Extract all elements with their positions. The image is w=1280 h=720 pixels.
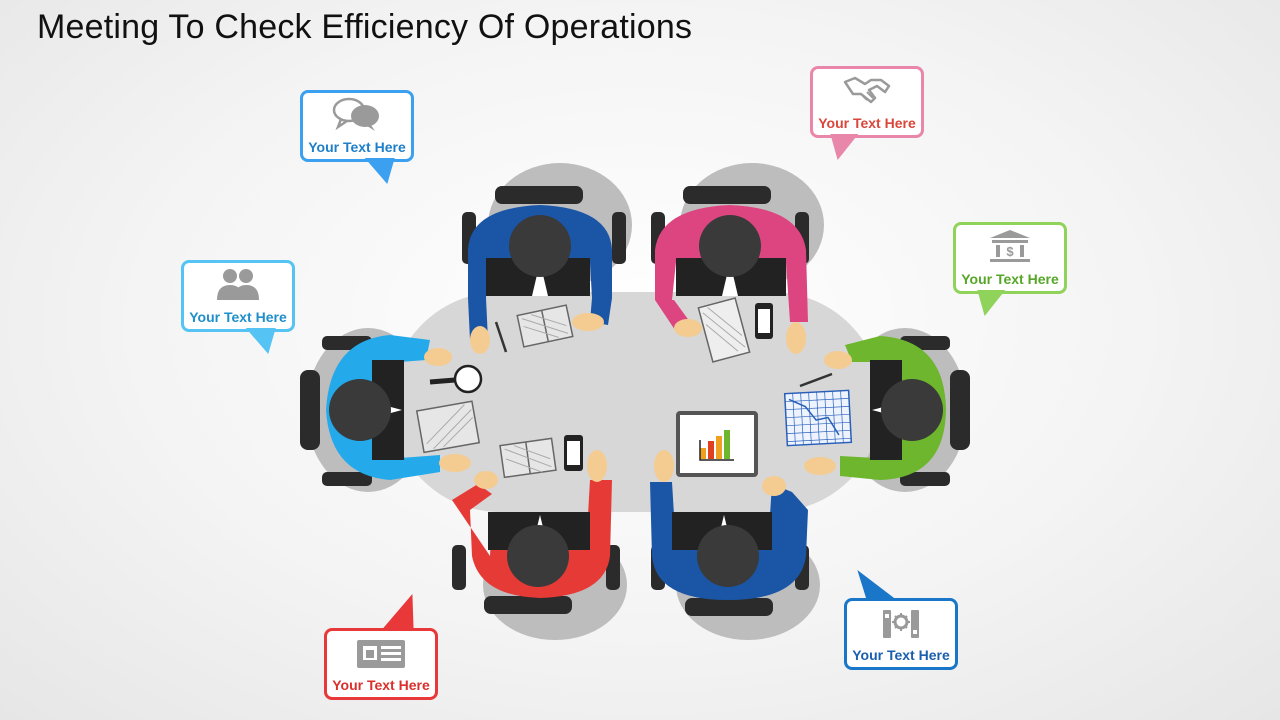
pen-icon <box>494 321 508 353</box>
callout-id-card-label: Your Text Here <box>332 677 430 693</box>
notepad-top-right <box>697 297 751 363</box>
speech-bubbles-icon <box>300 96 414 131</box>
callout-speech-label: Your Text Here <box>308 139 406 155</box>
table-items <box>415 297 853 479</box>
callout-handshake-label: Your Text Here <box>818 115 916 131</box>
phone-bottom-left <box>564 435 583 471</box>
callout-tools: Your Text Here <box>844 570 958 670</box>
callout-users-label: Your Text Here <box>189 309 287 325</box>
person-bottom-right <box>650 450 808 600</box>
phone-top-right <box>755 303 773 339</box>
pen-right <box>799 372 833 388</box>
callout-users: Your Text Here <box>181 260 295 354</box>
handshake-icon <box>810 72 924 106</box>
person-top-left <box>468 205 612 354</box>
person-left <box>326 335 471 480</box>
callout-id-card: Your Text Here <box>324 594 438 700</box>
callout-speech: Your Text Here <box>300 90 414 184</box>
svg-text:$: $ <box>1006 244 1014 259</box>
person-bottom-left <box>452 450 612 598</box>
callout-handshake-box <box>810 66 924 138</box>
notebook-bottom-left <box>499 437 557 479</box>
id-card-icon <box>324 634 438 668</box>
callout-tools-box <box>844 598 958 670</box>
callout-handshake: Your Text Here <box>810 66 924 160</box>
notepad-left <box>415 400 481 454</box>
notebook-top-left <box>516 304 574 348</box>
magnifier-icon <box>429 364 483 394</box>
users-icon <box>181 266 295 300</box>
person-top-right <box>655 205 808 354</box>
page-title: Meeting To Check Efficiency Of Operation… <box>37 8 693 46</box>
tablet-chart <box>676 411 758 477</box>
grid-chart-paper <box>783 389 853 447</box>
person-right <box>804 336 946 480</box>
callout-bank: $ Your Text Here <box>953 222 1067 316</box>
bank-icon: $ <box>953 228 1067 262</box>
gear-tools-icon <box>844 604 958 638</box>
callout-tools-label: Your Text Here <box>852 647 950 663</box>
callout-bank-label: Your Text Here <box>961 271 1059 287</box>
